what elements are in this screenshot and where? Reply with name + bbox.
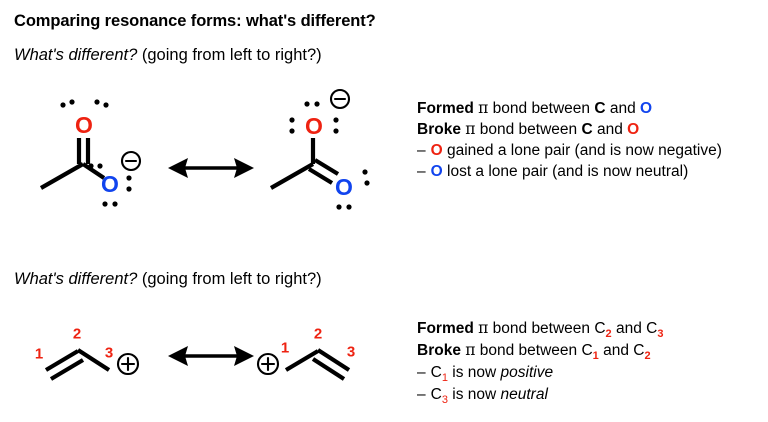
formed-subscript-b: 3 [657, 328, 664, 340]
broke-mid: bond between [475, 121, 582, 138]
negative-charge-red-o [329, 88, 351, 110]
broke-mid: bond between C [475, 342, 593, 359]
carbon-number-2: 2 [73, 326, 81, 343]
bullet-emphasis: positive [500, 364, 554, 381]
note-formed-line-1: Formed π bond between C and O [417, 98, 762, 119]
formed-mid: bond between [488, 100, 595, 117]
carbon-number-3: 3 [105, 345, 113, 362]
structure-acetate-left: O O [18, 88, 188, 213]
structure-allyl-right: 1 2 3 [248, 322, 418, 400]
carbon-number-1: 1 [35, 346, 43, 363]
bullet-dash: – [417, 386, 426, 403]
formed-mid: bond between C [488, 320, 606, 337]
resonance-arrow-1 [168, 150, 254, 186]
bullet-body: gained a lone pair (and is now negative) [447, 142, 722, 159]
question-emphasis: What's different? [14, 270, 138, 288]
note-broke-line-2: Broke π bond between C1 and C2 [417, 340, 762, 362]
bullet-text: O gained a lone pair (and is now negativ… [431, 141, 762, 161]
question-rest: (going from left to right?) [137, 46, 322, 64]
bullet-text: C3 is now neutral [431, 385, 762, 406]
pi-symbol: π [465, 341, 476, 359]
page-title: Comparing resonance forms: what's differ… [14, 12, 376, 30]
formed-label: Formed [417, 320, 474, 337]
formed-and: and [605, 100, 641, 117]
negative-charge-blue-o [120, 150, 142, 172]
note-formed-line-2: Formed π bond between C2 and C3 [417, 318, 762, 340]
structure-acetate-right: O O [248, 88, 418, 213]
question-line-1: What's different? (going from left to ri… [14, 46, 322, 65]
lone-pair-red-o-left [289, 117, 295, 134]
pi-symbol: π [478, 99, 489, 117]
lone-pair-red-o-upper-left [60, 99, 75, 108]
lone-pair-red-o-top [304, 101, 320, 107]
bullet-atom-c1: C [430, 364, 442, 381]
broke-subscript-b: 2 [644, 350, 651, 362]
bullet-mid: is now [447, 386, 501, 403]
resonance-arrow-2 [168, 338, 254, 374]
note-broke-line-1: Broke π bond between C and O [417, 119, 762, 140]
notes-ester: Formed π bond between C and O Broke π bo… [417, 98, 762, 182]
bullet-atom-red-o: O [430, 142, 443, 159]
atom-label-oxygen-blue: O [335, 174, 353, 200]
lone-pair-blue-o-bottom [102, 201, 118, 207]
lone-pair-red-o-upper-right [94, 99, 109, 108]
notes-allyl: Formed π bond between C2 and C3 Broke π … [417, 318, 762, 406]
note-bullet-red-o: – O gained a lone pair (and is now negat… [417, 141, 762, 161]
broke-label: Broke [417, 121, 461, 138]
lone-pair-blue-o-right [126, 175, 132, 192]
bullet-body: lost a lone pair (and is now neutral) [447, 163, 689, 180]
bullet-dash: – [417, 163, 426, 180]
lone-pair-blue-o-upper-left [88, 163, 103, 169]
bullet-text: O lost a lone pair (and is now neutral) [431, 162, 762, 182]
positive-charge-c3 [116, 352, 140, 376]
broke-atom-b: O [627, 121, 640, 138]
question-rest: (going from left to right?) [137, 270, 322, 288]
broke-and: and [592, 121, 628, 138]
atom-label-oxygen-red: O [75, 112, 93, 138]
bullet-text: C1 is now positive [431, 363, 762, 384]
pi-symbol: π [478, 319, 489, 337]
lone-pair-red-o-right [333, 117, 339, 134]
lone-pair-blue-o-bottom [336, 204, 352, 210]
broke-subscript-a: 1 [592, 350, 599, 362]
atom-label-oxygen-blue: O [101, 171, 119, 197]
note-bullet-blue-o: – O lost a lone pair (and is now neutral… [417, 162, 762, 182]
bullet-subscript-3: 3 [441, 394, 448, 406]
pi-symbol: π [465, 120, 476, 138]
formed-atom-b: O [640, 100, 653, 117]
carbon-number-2: 2 [314, 326, 322, 343]
bullet-mid: is now [447, 364, 501, 381]
carbon-number-3: 3 [347, 344, 355, 361]
note-bullet-c3: – C3 is now neutral [417, 385, 762, 406]
structure-allyl-left: 1 2 3 [18, 322, 188, 400]
bullet-dash: – [417, 364, 426, 381]
bullet-dash: – [417, 142, 426, 159]
bullet-subscript-1: 1 [441, 372, 448, 384]
broke-atom-a: C [581, 121, 593, 138]
broke-label: Broke [417, 342, 461, 359]
broke-and: and C [598, 342, 645, 359]
atom-label-oxygen-red: O [305, 113, 323, 139]
question-line-2: What's different? (going from left to ri… [14, 270, 322, 289]
carbon-number-1: 1 [281, 340, 289, 357]
formed-label: Formed [417, 100, 474, 117]
positive-charge-c1 [256, 352, 280, 376]
formed-atom-a: C [594, 100, 606, 117]
lone-pair-blue-o-right [362, 169, 370, 186]
note-bullet-c1: – C1 is now positive [417, 363, 762, 384]
bullet-atom-c3: C [430, 386, 442, 403]
question-emphasis: What's different? [14, 46, 138, 64]
formed-subscript-a: 2 [605, 328, 612, 340]
formed-and: and C [611, 320, 658, 337]
bullet-emphasis: neutral [500, 386, 548, 403]
bullet-atom-blue-o: O [430, 163, 443, 180]
